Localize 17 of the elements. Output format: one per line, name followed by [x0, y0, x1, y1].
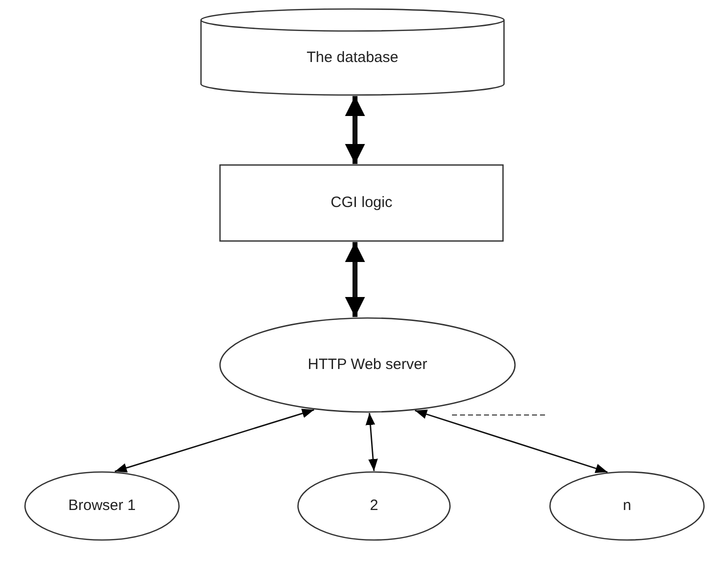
node-label: HTTP Web server — [306, 356, 428, 374]
process-box — [219, 164, 504, 242]
double-arrow — [414, 410, 608, 474]
process-ellipse — [549, 471, 705, 541]
double-arrow — [366, 412, 378, 472]
process-ellipse — [24, 471, 180, 541]
thick-double-arrow — [345, 96, 365, 164]
node-label: 2 — [368, 497, 380, 515]
node-label: CGI logic — [330, 194, 394, 212]
node-label: n — [622, 497, 632, 515]
node-label: The database — [306, 49, 400, 67]
process-ellipse — [219, 317, 516, 413]
double-arrow — [114, 408, 314, 473]
node-label: Browser 1 — [67, 497, 137, 515]
thick-double-arrow — [345, 242, 365, 317]
database-cylinder — [200, 8, 505, 96]
process-ellipse — [297, 471, 451, 541]
